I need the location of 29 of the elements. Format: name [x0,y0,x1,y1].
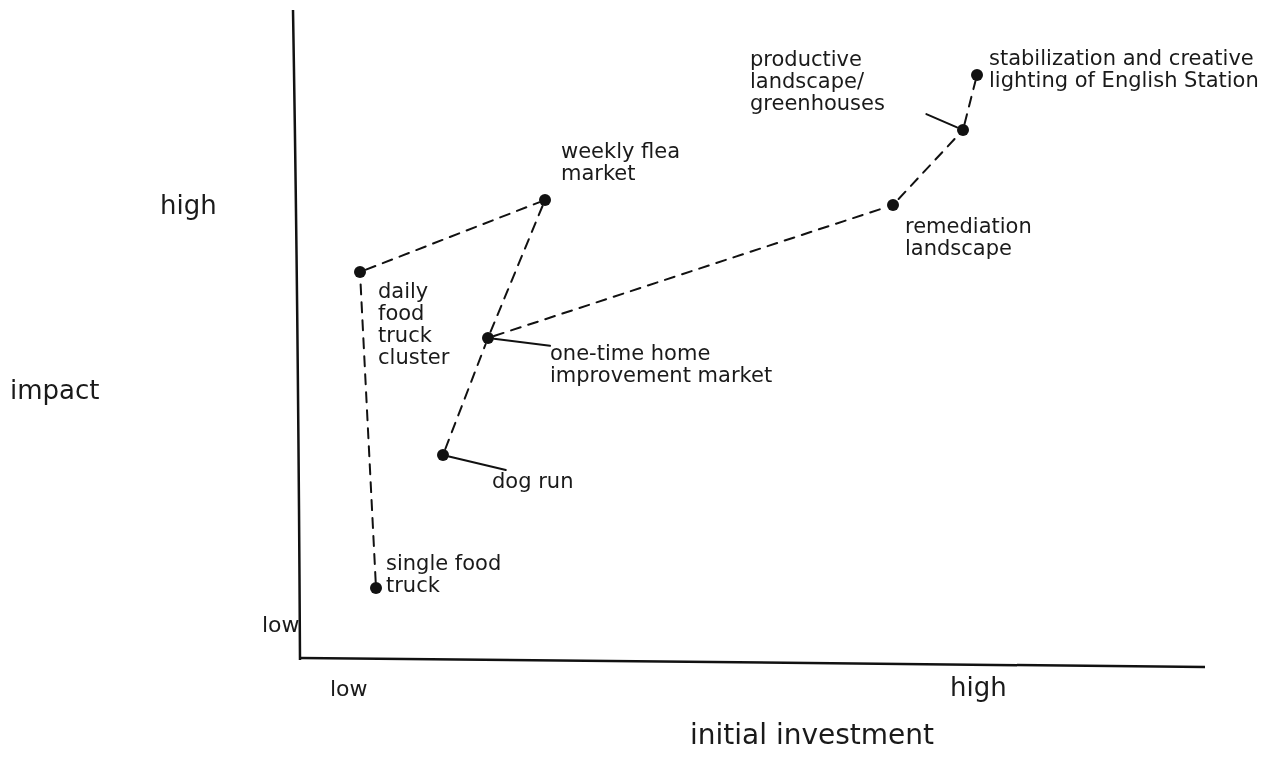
axis-label: high [950,672,1007,702]
data-point [887,199,899,211]
point-label: dog run [492,470,612,493]
data-point [437,449,449,461]
point-label: daily food truck cluster [378,280,451,369]
axis-label: high [160,190,217,220]
point-label: remediation landscape [905,215,1033,260]
point-label: productive landscape/ greenhouses [750,48,950,115]
leader-line [448,455,507,471]
point-label: weekly flea market [561,140,682,185]
leader-line [493,337,551,347]
connector-line [365,201,540,271]
data-point [354,266,366,278]
connector-line [489,205,544,333]
data-point [957,124,969,136]
connector-line [963,80,977,125]
axis-label: impact [10,375,100,405]
data-point [482,332,494,344]
leader-line [925,113,958,129]
axis-label: initial investment [690,718,934,751]
data-point [971,69,983,81]
connector-line [444,343,487,450]
point-label: single food truck [386,552,503,597]
point-label: one-time home improvement market [550,342,840,387]
axis-label: low [262,612,300,637]
axis-label: low [330,676,368,701]
data-point [370,582,382,594]
data-point [539,194,551,206]
point-label: stabilization and creative lighting of English Station [989,47,1260,92]
